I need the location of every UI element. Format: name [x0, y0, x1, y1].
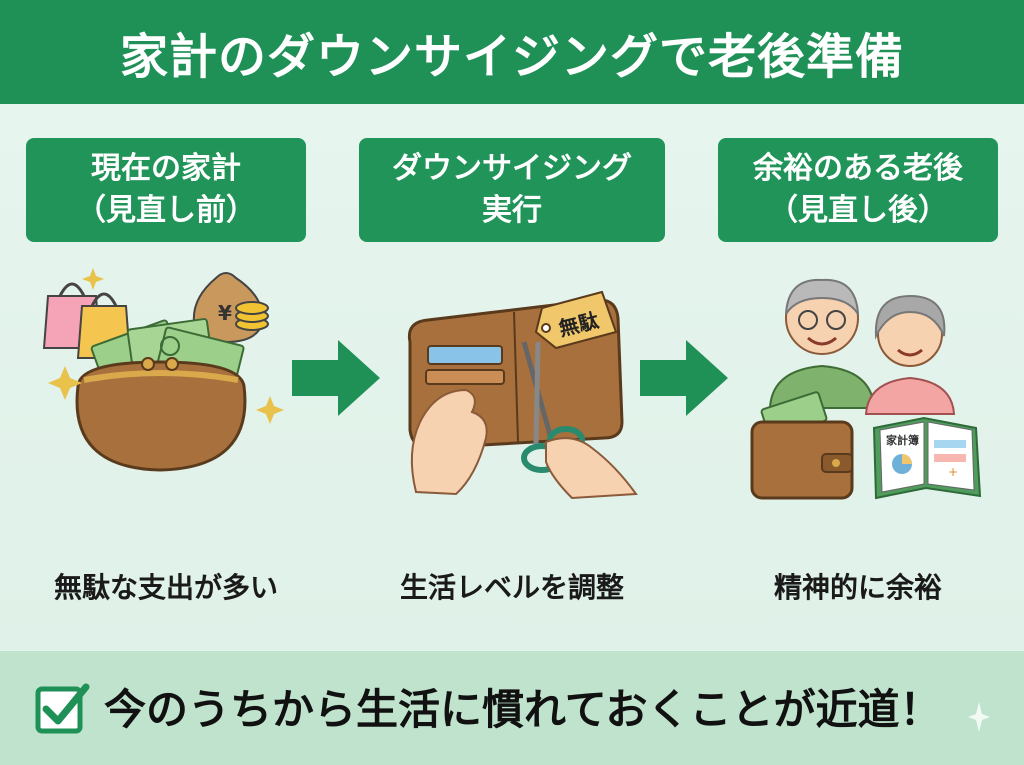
- step-label-downsizing: ダウンサイジング 実行: [359, 138, 665, 242]
- step-label-before: 現在の家計 （見直し前）: [26, 138, 306, 242]
- step-label-line1: 余裕のある老後: [753, 151, 963, 186]
- title-bar: 家計のダウンサイジングで老後準備: [0, 0, 1024, 104]
- checkbox-checked-icon: [35, 683, 90, 734]
- step-label-line2: （見直し前）: [76, 193, 256, 228]
- page-title: 家計のダウンサイジングで老後準備: [119, 29, 904, 85]
- step-label-line2: 実行: [482, 193, 542, 228]
- happy-elderly-couple-illustration: 家計簿 +: [750, 278, 982, 500]
- waste-tag-icon: 無駄: [534, 290, 618, 350]
- svg-text:+: +: [948, 465, 958, 479]
- caption-before: 無駄な支出が多い: [53, 571, 278, 604]
- caption-after: 精神的に余裕: [773, 571, 942, 604]
- grandmother-icon: [864, 294, 956, 415]
- purse-overflowing-money-illustration: ¥: [42, 268, 284, 472]
- bottom-message-text: 今のうちから生活に慣れておくことが近道！: [104, 685, 942, 734]
- step-label-line1: ダウンサイジング: [392, 151, 632, 186]
- arrow-right-icon: [292, 340, 380, 416]
- sparkle-icon: [82, 268, 104, 290]
- step-label-line2: （見直し後）: [768, 193, 948, 228]
- hands-icon: [410, 388, 638, 500]
- step-label-line1: 現在の家計: [91, 151, 241, 186]
- household-account-book-icon: 家計簿 +: [872, 416, 982, 500]
- grandfather-icon: [768, 278, 876, 409]
- svg-text:¥: ¥: [218, 301, 232, 325]
- sparkle-icon: [256, 396, 284, 424]
- arrow-right-icon: [640, 340, 728, 416]
- bottom-message-bar: [0, 651, 1024, 765]
- step-label-after: 余裕のある老後 （見直し後）: [718, 138, 998, 242]
- purse-icon: [75, 357, 247, 472]
- money-bag-icon: ¥: [192, 272, 269, 344]
- wallet-icon: [750, 391, 854, 500]
- caption-downsizing: 生活レベルを調整: [399, 571, 624, 604]
- sparkle-icon: [48, 366, 82, 400]
- sparkle-icon: [968, 702, 990, 732]
- book-title-text: 家計簿: [886, 433, 919, 447]
- wallet-scissors-illustration: 無駄: [407, 290, 638, 500]
